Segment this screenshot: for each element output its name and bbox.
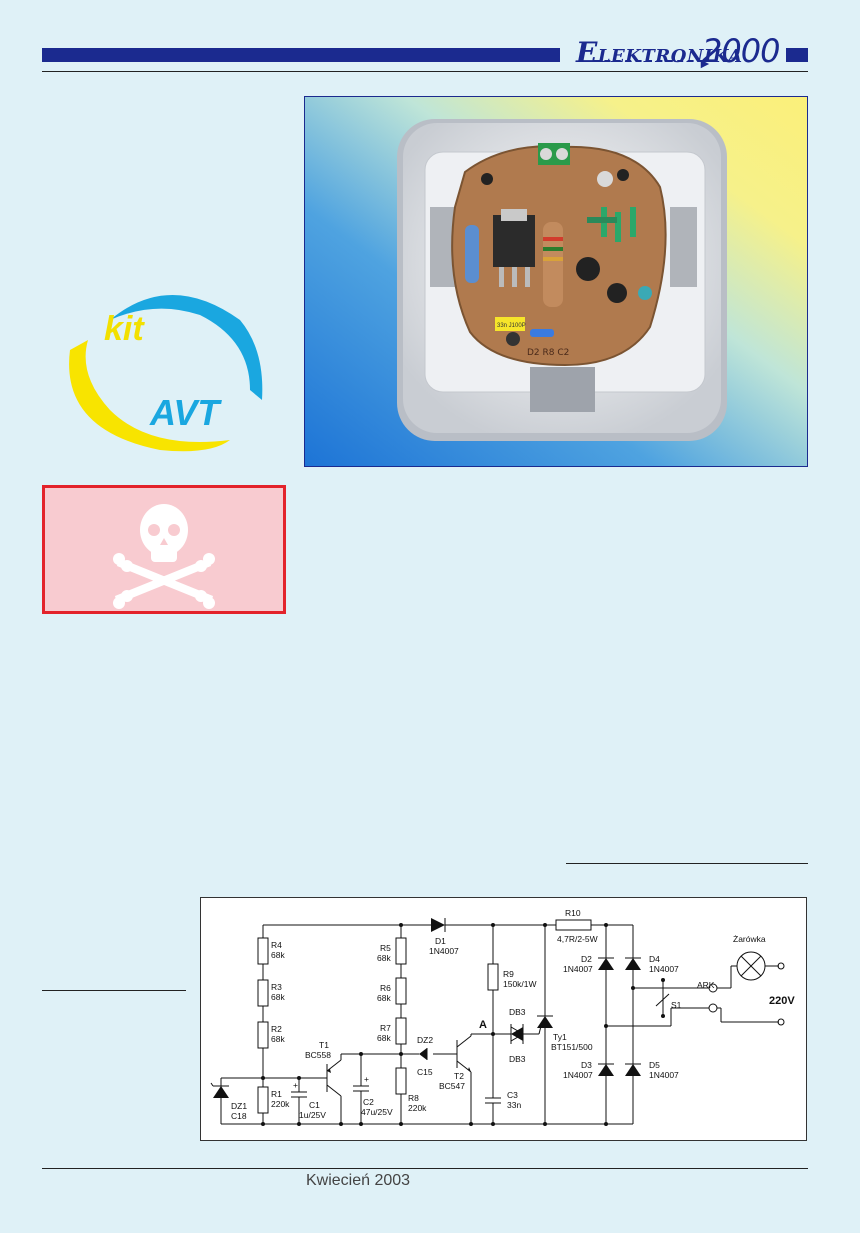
label-d1: D1 (435, 936, 446, 946)
label-lamp: Żarówka (733, 934, 766, 944)
label-r1-value: 220k (271, 1099, 290, 1109)
label-ty1: Ty1 (553, 1032, 567, 1042)
label-d5-value: 1N4007 (649, 1070, 679, 1080)
brand-first-letter: E (576, 36, 598, 69)
label-d5: D5 (649, 1060, 660, 1070)
label-r9-value: 150k/1W (503, 979, 537, 989)
label-dz2: DZ2 (417, 1035, 433, 1045)
label-r5: R5 (380, 943, 391, 953)
label-r7: R7 (380, 1023, 391, 1033)
label-d3-value: 1N4007 (563, 1070, 593, 1080)
header-right-block (786, 48, 808, 62)
kit-logo-arcs (69, 295, 263, 452)
label-s1: S1 (671, 1000, 682, 1010)
kit-text: kit (104, 310, 144, 348)
board-label: D2 R8 C2 (527, 348, 569, 358)
label-r8: R8 (408, 1093, 419, 1103)
label-d3: D3 (581, 1060, 592, 1070)
capacitor-marking: 33n J100P (497, 323, 526, 329)
label-ty1-value: BT151/500 (551, 1042, 593, 1052)
label-r4-value: 68k (271, 950, 285, 960)
label-r5-value: 68k (377, 953, 391, 963)
label-c2-value: 47u/25V (361, 1107, 393, 1117)
label-c2: C2 (363, 1097, 374, 1107)
label-d4-value: 1N4007 (649, 964, 679, 974)
label-t2: T2 (454, 1071, 464, 1081)
label-c3: C3 (507, 1090, 518, 1100)
label-d2: D2 (581, 954, 592, 964)
label-t1: T1 (319, 1040, 329, 1050)
header-rule (42, 71, 808, 72)
label-r10: R10 (565, 908, 581, 918)
device-photo: 33n J100P D2 R8 C2 (304, 96, 808, 467)
kit-avt-logo: kit AVT (50, 280, 270, 465)
label-r2: R2 (271, 1024, 282, 1034)
label-db3-bottom: DB3 (509, 1054, 526, 1064)
brand-arrow-icon: ► (698, 55, 712, 71)
label-r4: R4 (271, 940, 282, 950)
label-r1: R1 (271, 1089, 282, 1099)
label-c1: C1 (309, 1100, 320, 1110)
label-r6-value: 68k (377, 993, 391, 1003)
label-ark: ARK (697, 980, 715, 990)
label-c3-value: 33n (507, 1100, 521, 1110)
magazine-masthead: ELEKTRONIKA 2000 ► (572, 32, 782, 72)
label-r3-value: 68k (271, 992, 285, 1002)
brand-year: 2000 (702, 32, 780, 70)
section-rule-left (42, 990, 186, 991)
label-mains: 220V (769, 995, 795, 1007)
label-r7-value: 68k (377, 1033, 391, 1043)
schematic-drawing: R4 68k R3 68k R2 68k R1 220k DZ1 C18 C1 … (210, 908, 795, 1126)
label-r6: R6 (380, 983, 391, 993)
label-r9: R9 (503, 969, 514, 979)
high-voltage-warning-box (42, 485, 286, 614)
avt-text: AVT (150, 392, 220, 433)
label-r10-value: 4,7R/2-5W (557, 934, 598, 944)
label-node-a: A (479, 1019, 487, 1031)
label-c1-plus: + (293, 1080, 298, 1090)
device-photo-illustration: 33n J100P D2 R8 C2 (305, 97, 807, 466)
issue-date: Kwiecień 2003 (306, 1172, 411, 1189)
brand-dashes (594, 60, 704, 62)
label-d2-value: 1N4007 (563, 964, 593, 974)
label-r2-value: 68k (271, 1034, 285, 1044)
label-t2-value: BC547 (439, 1081, 465, 1091)
label-d1-value: 1N4007 (429, 946, 459, 956)
section-rule-right (566, 863, 808, 864)
label-dz1: DZ1 (231, 1101, 247, 1111)
circuit-schematic: R4 68k R3 68k R2 68k R1 220k DZ1 C18 C1 … (200, 897, 807, 1141)
label-t1-value: BC558 (305, 1050, 331, 1060)
label-r8-value: 220k (408, 1103, 427, 1113)
skull-crossbones-icon (113, 504, 215, 609)
label-r3: R3 (271, 982, 282, 992)
label-d4: D4 (649, 954, 660, 964)
label-dz2-value: C15 (417, 1067, 433, 1077)
label-dz1-value: C18 (231, 1111, 247, 1121)
footer-rule (42, 1168, 808, 1169)
label-c2-plus: + (364, 1074, 369, 1084)
label-c1-value: 1u/25V (299, 1110, 326, 1120)
header-bar (42, 48, 560, 62)
label-db3-top: DB3 (509, 1007, 526, 1017)
